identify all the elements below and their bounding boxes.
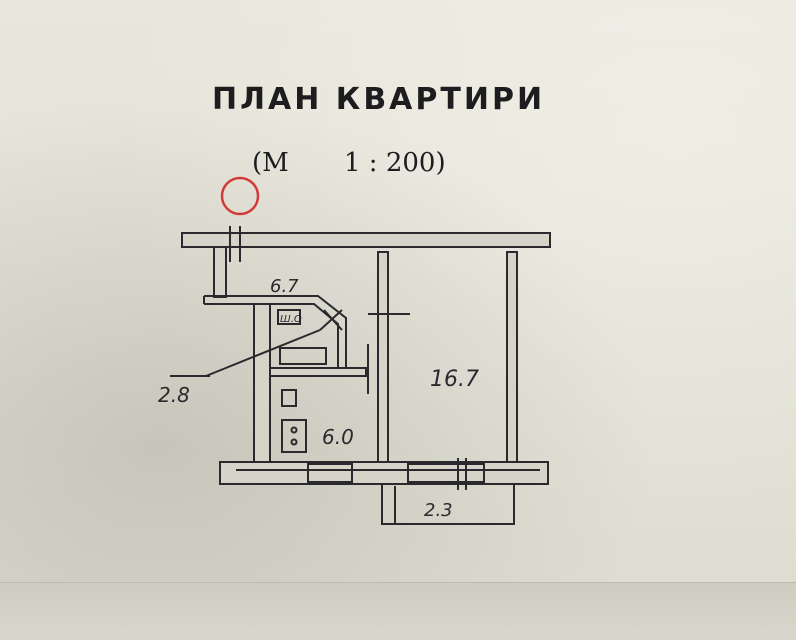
wall-partition (377, 251, 389, 465)
stove-fixture (281, 419, 307, 453)
kitchen-sink-fixture (281, 389, 297, 407)
scale-prefix: (M (252, 148, 289, 178)
wall-left-lower (253, 303, 271, 465)
label-room-area: 16.7 (430, 367, 479, 392)
wall-top (181, 232, 551, 248)
label-bath-symbol: Ш.О (280, 314, 302, 325)
wall-left-upper (213, 246, 227, 298)
label-hall-width: 6.7 (270, 276, 299, 297)
wall-bottom (219, 461, 549, 485)
bathtub-fixture (279, 347, 327, 365)
label-bathroom-area: 2.8 (158, 383, 190, 407)
leader-line (205, 329, 321, 377)
window-kitchen (307, 463, 353, 483)
paper-bottom-edge (0, 582, 796, 640)
balcony-outline (381, 484, 515, 525)
label-kitchen-area: 6.0 (322, 425, 354, 449)
sink-fixture (277, 309, 301, 325)
vent-cross (319, 309, 343, 331)
stove-burner (290, 438, 298, 446)
page-title: ПЛАН КВАРТИРИ (212, 82, 546, 117)
label-balcony: 2.3 (424, 500, 453, 521)
wall-right (506, 251, 518, 465)
marker-circle-icon (220, 176, 260, 216)
scale-ratio: 1 : 200) (344, 148, 446, 178)
vent-cross (323, 309, 343, 331)
stove-burner (290, 426, 298, 434)
window-room (407, 463, 485, 483)
wall-bath-kitchen (269, 367, 367, 377)
wall-corridor (204, 295, 347, 372)
